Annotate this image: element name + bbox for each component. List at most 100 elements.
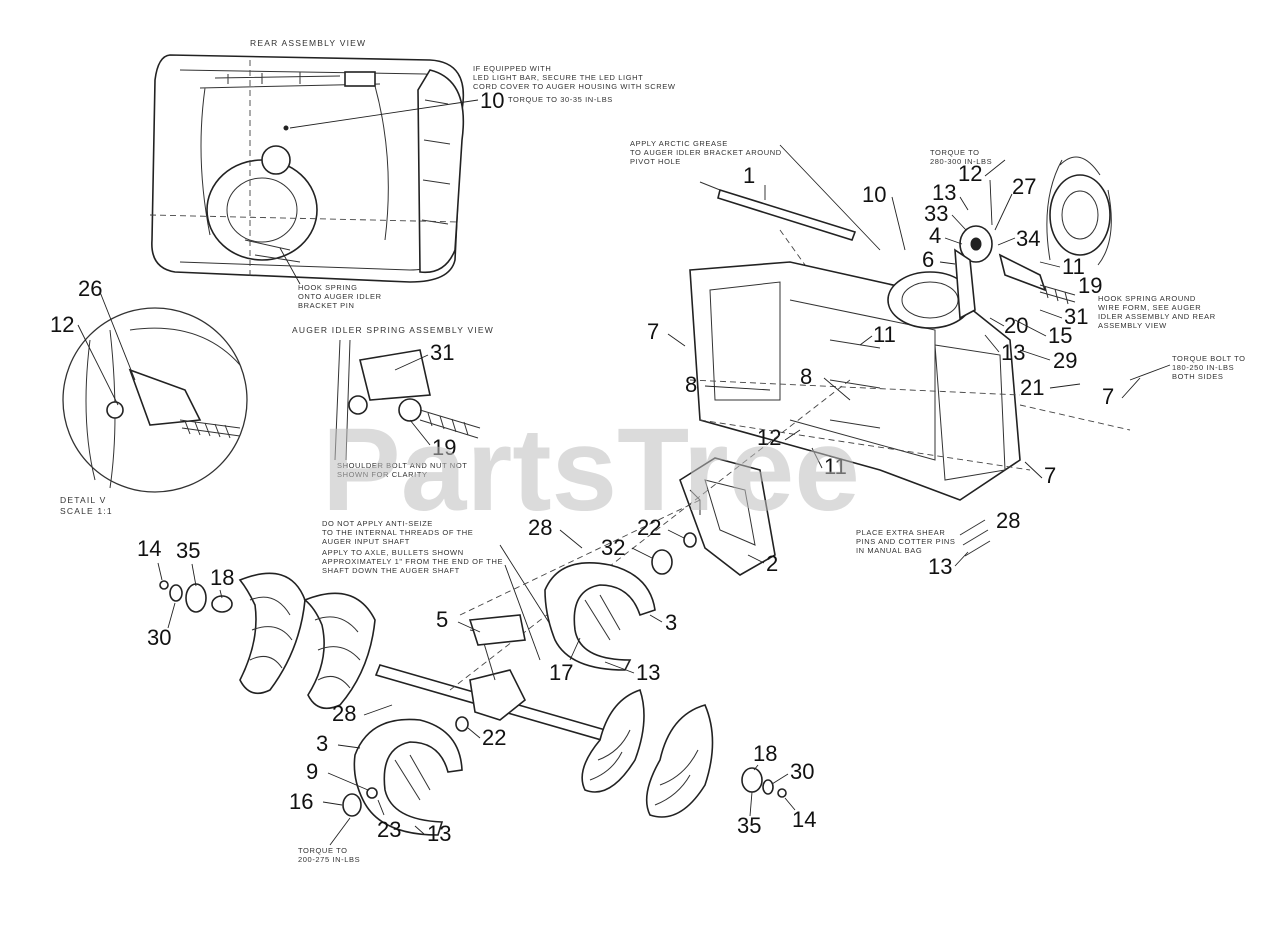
svg-text:PINS AND COTTER PINS: PINS AND COTTER PINS [856,537,956,546]
svg-text:APPLY TO AXLE, BULLETS SHOWN: APPLY TO AXLE, BULLETS SHOWN [322,548,464,557]
svg-text:PLACE EXTRA SHEAR: PLACE EXTRA SHEAR [856,528,945,537]
svg-text:IF EQUIPPED WITH: IF EQUIPPED WITH [473,64,551,73]
callout-35a: 35 [176,538,200,563]
svg-text:SHOULDER BOLT AND NUT NOT: SHOULDER BOLT AND NUT NOT [337,461,467,470]
callout-7b: 7 [647,319,659,344]
callout-7a: 7 [1102,384,1114,409]
auger-flight-left-outer [238,572,306,695]
auger-bearing-left [185,583,207,613]
callout-8a: 8 [685,372,697,397]
callout-21: 21 [1020,375,1044,400]
idler-bracket [954,248,976,320]
auger-flight-right-outer [645,704,714,818]
callout-32: 32 [601,535,625,560]
callout-17: 17 [549,660,573,685]
svg-text:TORQUE BOLT TO: TORQUE BOLT TO [1172,354,1246,363]
svg-text:TORQUE TO 30-35 IN-LBS: TORQUE TO 30-35 IN-LBS [508,95,613,104]
callout-13a: 13 [932,180,956,205]
svg-text:TO THE INTERNAL THREADS OF THE: TO THE INTERNAL THREADS OF THE [322,528,473,537]
svg-text:180-250 IN-LBS: 180-250 IN-LBS [1172,363,1234,372]
svg-text:TO AUGER IDLER BRACKET AROUND: TO AUGER IDLER BRACKET AROUND [630,148,782,157]
callout-20: 20 [1004,313,1028,338]
callout-22a: 22 [637,515,661,540]
callout-2: 2 [766,551,778,576]
rear-assembly-title: REAR ASSEMBLY VIEW [250,38,366,48]
auger-bearing-16 [342,793,362,817]
callout-1: 1 [743,163,755,188]
svg-text:ONTO AUGER IDLER: ONTO AUGER IDLER [298,292,382,301]
callout-18a: 18 [210,565,234,590]
callout-26: 26 [78,276,102,301]
callout-10: 10 [480,88,504,113]
svg-text:TORQUE TO: TORQUE TO [298,846,348,855]
auger-flight-left-inner [303,592,376,710]
callout-11c: 11 [824,454,847,479]
callout-14b: 14 [792,807,816,832]
callout-14a: 14 [137,536,161,561]
auger-bearing-right [741,767,763,793]
callout-27: 27 [1012,174,1036,199]
svg-text:CORD COVER TO AUGER HOUSING WI: CORD COVER TO AUGER HOUSING WITH SCREW [473,82,676,91]
svg-text:TORQUE TO: TORQUE TO [930,148,980,157]
callout-13e: 13 [427,821,451,846]
auger-flight-3a [544,562,656,671]
shave-plate-2 [679,457,776,576]
partstree-watermark: PartsTree [322,404,860,536]
callout-12b: 12 [958,161,982,186]
callout-13c: 13 [928,554,952,579]
idler-arm [359,349,431,401]
detail-bracket [128,368,202,426]
gearbox-input [468,614,526,646]
callout-3b: 3 [316,731,328,756]
callout-31b: 31 [1064,304,1088,329]
svg-text:SCALE 1:1: SCALE 1:1 [60,506,113,516]
auger-flight-right-inner [581,688,645,793]
callout-34: 34 [1016,226,1040,251]
bushing-32 [651,549,673,575]
callout-35b: 35 [737,813,761,838]
callout-18b: 18 [753,741,777,766]
callout-30a: 30 [147,625,171,650]
svg-text:AUGER IDLER SPRING ASSEMBLY VI: AUGER IDLER SPRING ASSEMBLY VIEW [292,325,494,335]
callout-28a: 28 [996,508,1020,533]
svg-text:PIVOT HOLE: PIVOT HOLE [630,157,681,166]
callout-19b: 19 [1078,273,1102,298]
auger-drive-pulley [1049,174,1111,256]
idler-arm-right [998,253,1047,292]
callout-11b: 11 [873,322,896,347]
callout-3a: 3 [665,610,677,635]
callout-12: 12 [50,312,74,337]
svg-text:APPROXIMATELY 1" FROM THE END: APPROXIMATELY 1" FROM THE END OF THE [322,557,503,566]
svg-text:ASSEMBLY VIEW: ASSEMBLY VIEW [1098,321,1167,330]
callout-28b: 28 [528,515,552,540]
callout-5: 5 [436,607,448,632]
callout-16: 16 [289,789,313,814]
svg-text:IN MANUAL BAG: IN MANUAL BAG [856,546,922,555]
auger-assembly: DO NOT APPLY ANTI-SEIZE TO THE INTERNAL … [137,379,851,864]
callout-31: 31 [430,340,454,365]
callout-22b: 22 [482,725,506,750]
callout-7c: 7 [1044,463,1056,488]
svg-text:200-275 IN-LBS: 200-275 IN-LBS [298,855,360,864]
callout-15: 15 [1048,323,1072,348]
svg-text:HOOK SPRING AROUND: HOOK SPRING AROUND [1098,294,1196,303]
auger-flight-3b [353,718,463,836]
svg-text:280-300 IN-LBS: 280-300 IN-LBS [930,157,992,166]
svg-text:WIRE FORM, SEE AUGER: WIRE FORM, SEE AUGER [1098,303,1201,312]
svg-text:APPLY ARCTIC GREASE: APPLY ARCTIC GREASE [630,139,728,148]
svg-text:BRACKET PIN: BRACKET PIN [298,301,354,310]
callout-9: 9 [306,759,318,784]
callout-28c: 28 [332,701,356,726]
svg-text:SHOWN FOR CLARITY: SHOWN FOR CLARITY [337,470,428,479]
svg-text:DETAIL V: DETAIL V [60,495,106,505]
auger-idler-spring-view: AUGER IDLER SPRING ASSEMBLY VIEW 31 19 S… [292,325,494,479]
svg-text:IDLER ASSEMBLY AND REAR: IDLER ASSEMBLY AND REAR [1098,312,1216,321]
auger-input-shaft [717,188,857,241]
auger-gearbox [469,669,527,721]
callout-10b: 10 [862,182,886,207]
callout-29: 29 [1053,348,1077,373]
svg-text:DO NOT APPLY ANTI-SEIZE: DO NOT APPLY ANTI-SEIZE [322,519,433,528]
svg-text:AUGER INPUT SHAFT: AUGER INPUT SHAFT [322,537,410,546]
rear-assembly-view: REAR ASSEMBLY VIEW IF EQUIPPED WITH LED … [149,38,676,310]
